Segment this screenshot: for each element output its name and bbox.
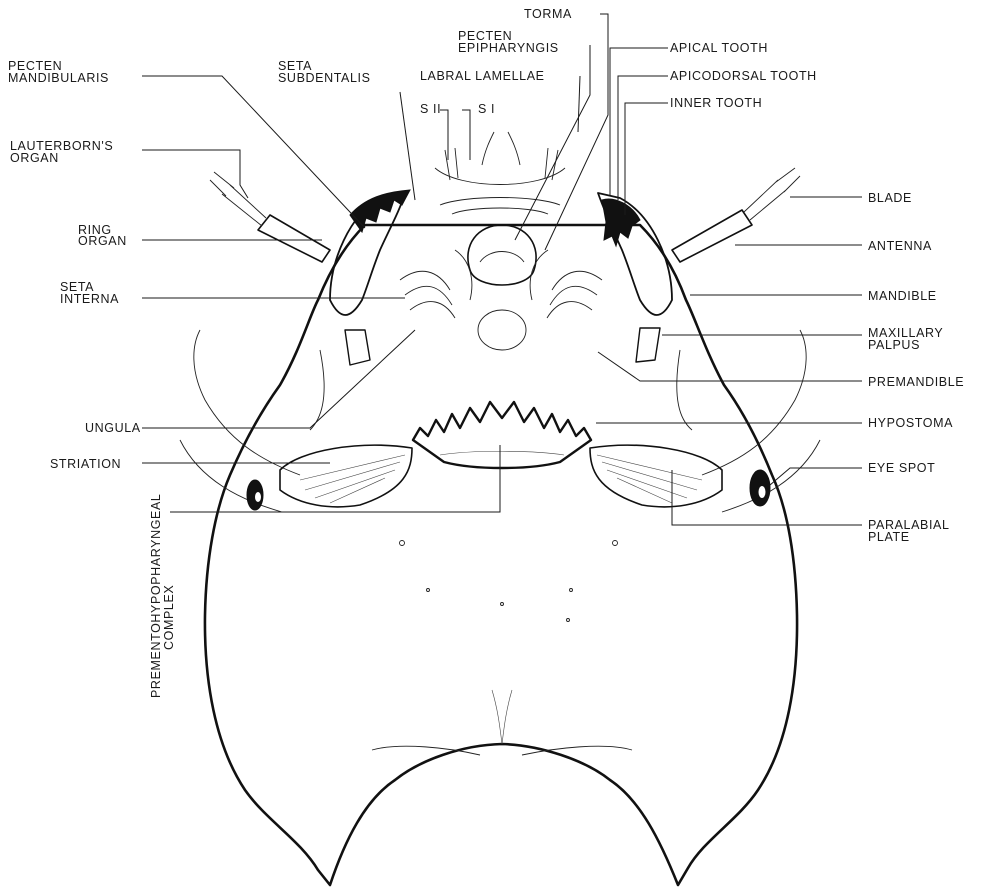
mandibles — [330, 190, 672, 315]
label-s-one: S I — [478, 102, 495, 116]
label-pecten-epipharyngis-2: EPIPHARYNGIS — [458, 41, 559, 55]
label-ungula: UNGULA — [85, 421, 141, 435]
label-mandible: MANDIBLE — [868, 289, 937, 303]
antennae — [210, 168, 800, 262]
label-seta-subdentalis-2: SUBDENTALIS — [278, 71, 371, 85]
label-antenna: ANTENNA — [868, 239, 932, 253]
leader-inner-tooth — [625, 103, 668, 215]
label-inner-tooth: INNER TOOTH — [670, 96, 762, 110]
leader-lines — [142, 14, 862, 525]
hypostoma — [413, 402, 591, 468]
leader-s-two — [440, 110, 448, 160]
label-torma: TORMA — [524, 7, 572, 21]
labels: PECTEN MANDIBULARIS LAUTERBORN'S ORGAN R… — [8, 7, 964, 698]
leader-ungula — [142, 330, 415, 428]
label-striation: STRIATION — [50, 457, 121, 471]
label-hypostoma: HYPOSTOMA — [868, 416, 953, 430]
leader-apical-tooth — [610, 48, 668, 195]
label-eye-spot: EYE SPOT — [868, 461, 935, 475]
head-capsule — [205, 225, 797, 885]
label-labral-lamellae: LABRAL LAMELLAE — [420, 69, 545, 83]
leader-s-one — [462, 110, 470, 160]
leader-lauterborns-organ — [142, 150, 248, 198]
label-maxillary-palpus-2: PALPUS — [868, 338, 920, 352]
label-premandible: PREMANDIBLE — [868, 375, 964, 389]
label-lauterborns-organ-2: ORGAN — [10, 151, 59, 165]
label-apicodorsal-tooth: APICODORSAL TOOTH — [670, 69, 817, 83]
leader-labral-lamellae — [578, 76, 580, 132]
label-pecten-mandibularis-2: MANDIBULARIS — [8, 71, 109, 85]
label-prementohypopharyngeal-complex-1: PREMENTOHYPOPHARYNGEAL — [149, 494, 163, 698]
label-s-two: S II — [420, 102, 441, 116]
leader-pecten-mandibularis — [142, 76, 365, 228]
label-prementohypopharyngeal-complex-2: COMPLEX — [162, 585, 176, 650]
label-paralabial-plate-2: PLATE — [868, 530, 910, 544]
paralabial-plates — [280, 445, 722, 507]
leader-seta-subdentalis — [400, 92, 415, 200]
label-blade: BLADE — [868, 191, 912, 205]
label-seta-interna-2: INTERNA — [60, 292, 119, 306]
label-apical-tooth: APICAL TOOTH — [670, 41, 768, 55]
premandibles — [400, 250, 602, 318]
label-ring-organ-2: ORGAN — [78, 234, 127, 248]
leader-premandible — [598, 352, 862, 381]
